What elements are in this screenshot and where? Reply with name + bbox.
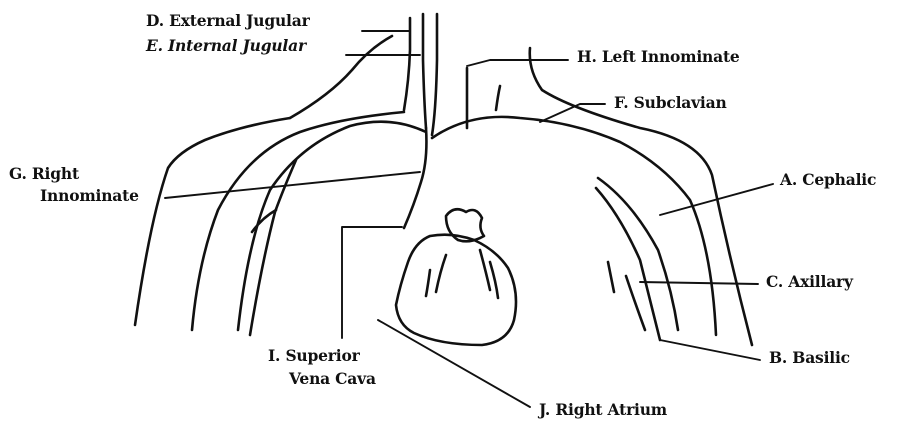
leader-cephalic	[660, 184, 773, 215]
label-right-innominate-line1: G. Right	[9, 164, 79, 183]
left-arm-vein-inner	[596, 188, 660, 340]
heart-coronary-3	[480, 250, 490, 290]
label-external-jugular: D. External Jugular	[146, 11, 310, 30]
label-superior-vena-cava-line1: I. Superior	[268, 346, 360, 365]
label-axillary: C. Axillary	[766, 272, 853, 291]
heart-coronary-2	[436, 255, 446, 292]
right-inner-arm-outline	[192, 112, 404, 330]
label-superior-vena-cava-line2: Vena Cava	[289, 369, 376, 388]
left-arm-vein-lower	[626, 276, 645, 330]
internal-jugular-vein-right	[432, 14, 437, 135]
left-arm-vein-branch	[608, 262, 614, 292]
internal-jugular-vein-left	[423, 14, 426, 128]
leader-right-innominate	[165, 172, 420, 198]
label-internal-jugular: E. Internal Jugular	[146, 36, 306, 55]
heart-coronary-1	[426, 270, 430, 296]
heart-coronary-4	[490, 262, 498, 298]
leader-axillary	[640, 282, 758, 284]
leader-superior-vena-cava	[342, 227, 402, 338]
leader-basilic	[660, 340, 760, 360]
label-cephalic: A. Cephalic	[780, 170, 876, 189]
label-right-innominate-line2: Innominate	[40, 186, 139, 205]
leader-left-innominate	[467, 60, 568, 66]
label-left-innominate: H. Left Innominate	[577, 47, 740, 66]
superior-vena-cava	[404, 128, 426, 228]
subclavian-branch-stub	[496, 86, 500, 110]
label-right-atrium: J. Right Atrium	[539, 400, 667, 419]
label-basilic: B. Basilic	[769, 348, 850, 367]
label-subclavian: F. Subclavian	[614, 93, 727, 112]
